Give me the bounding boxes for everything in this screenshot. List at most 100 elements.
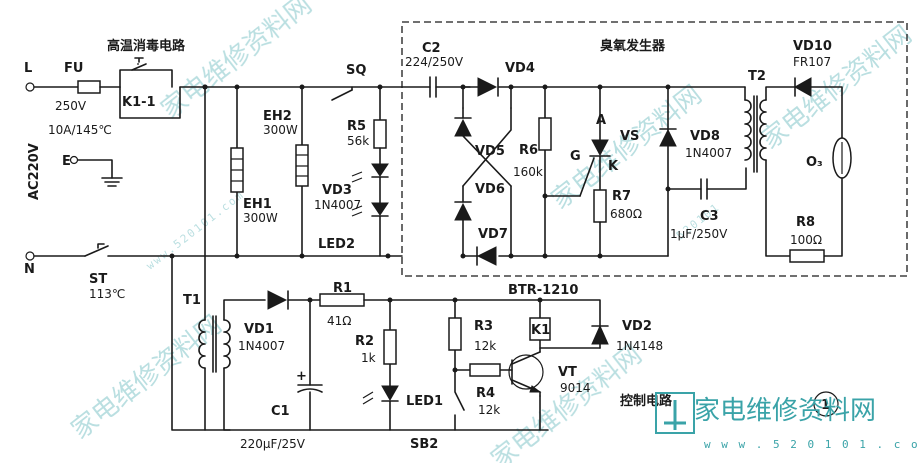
svg-text:160k: 160k: [513, 165, 543, 179]
svg-text:L: L: [24, 61, 32, 76]
supply-voltage-label: AC220V: [27, 143, 42, 200]
svg-text:R8: R8: [796, 215, 815, 230]
diode-VD2: VD2 1N4148: [591, 319, 663, 353]
capacitor-C2: C2 224/250V: [379, 41, 471, 98]
svg-text:ST: ST: [89, 272, 107, 287]
ozone-generator-box: [401, 21, 908, 277]
footer-watermark: 家电维修资料网 w w w . 5 2 0 1 0 1 . c o m: [655, 392, 917, 451]
svg-text:家电维修资料网: 家电维修资料网: [694, 396, 876, 426]
svg-text:12k: 12k: [478, 403, 500, 417]
svg-text:R1: R1: [333, 281, 352, 296]
terminal-L: L: [24, 61, 35, 92]
relay-coil-K1: K1: [529, 299, 601, 349]
heater-EH1: EH1 300W: [230, 86, 278, 257]
svg-text:LED1: LED1: [406, 394, 443, 409]
svg-text:R5: R5: [347, 119, 366, 134]
svg-text:VD2: VD2: [622, 319, 652, 334]
svg-text:FU: FU: [64, 61, 83, 76]
svg-text:VD8: VD8: [690, 129, 720, 144]
relay-contact-K1-1: K1-1: [119, 57, 181, 119]
svg-text:1N4007: 1N4007: [314, 198, 361, 212]
title-disinfection-circuit: 高温消毒电路: [107, 38, 186, 54]
svg-text:C1: C1: [271, 404, 290, 419]
diode-VD10: VD10 FR107: [793, 39, 843, 139]
svg-text:K1-1: K1-1: [122, 95, 156, 110]
svg-text:K: K: [608, 159, 619, 174]
heater-EH2: EH2 300W: [263, 86, 309, 257]
resistor-R7: R7 680Ω: [593, 189, 642, 257]
svg-text:9014: 9014: [560, 381, 591, 395]
diode-VD7: VD7: [454, 185, 546, 266]
resistor-R8: R8 100Ω: [789, 215, 825, 263]
svg-text:250V: 250V: [55, 99, 87, 113]
figure-number: 1: [813, 391, 839, 417]
svg-text:12k: 12k: [474, 339, 496, 353]
svg-text:LED2: LED2: [318, 237, 355, 252]
watermark-brand-bottom: 家电维修资料网: [66, 310, 228, 446]
svg-text:EH2: EH2: [263, 109, 292, 124]
svg-text:N: N: [24, 262, 35, 277]
svg-text:680Ω: 680Ω: [610, 207, 642, 221]
fuse-FU: FU 250V 10A/145℃: [48, 61, 112, 137]
title-control-circuit: 控制电路: [620, 393, 673, 409]
svg-text:EH1: EH1: [243, 197, 272, 212]
svg-text:VD4: VD4: [505, 61, 535, 76]
svg-text:10A/145℃: 10A/145℃: [48, 123, 112, 137]
svg-text:R2: R2: [355, 334, 374, 349]
title-ozone-generator: 臭氧发生器: [600, 38, 666, 54]
transformer-T2: T2: [744, 69, 796, 257]
svg-text:1: 1: [821, 398, 830, 413]
svg-text:VD10: VD10: [793, 39, 832, 54]
svg-text:300W: 300W: [243, 211, 278, 225]
svg-text:R4: R4: [476, 386, 495, 401]
svg-text:G: G: [570, 149, 581, 164]
svg-text:SQ: SQ: [346, 63, 366, 78]
ground-terminal-E: E: [62, 154, 123, 187]
resistor-R1: R1 41Ω: [319, 281, 365, 328]
svg-text:FR107: FR107: [793, 55, 831, 69]
svg-text:VD1: VD1: [244, 322, 274, 337]
svg-text:220μF/25V: 220μF/25V: [240, 437, 306, 451]
capacitor-C1: C1 220μF/25V +: [240, 299, 323, 451]
svg-text:O₃: O₃: [806, 155, 823, 170]
diode-VD1: VD1 1N4007: [238, 290, 321, 353]
resistor-R2: R2 1k: [355, 299, 397, 387]
svg-text:VD5: VD5: [475, 144, 505, 159]
svg-text:A: A: [596, 113, 606, 128]
svg-text:VD3: VD3: [322, 183, 352, 198]
transformer-T1: T1: [171, 86, 231, 431]
door-switch-SQ: SQ: [331, 63, 366, 101]
svg-text:E: E: [62, 154, 71, 169]
svg-text:T2: T2: [748, 69, 766, 84]
relay-type-label: BTR-1210: [508, 283, 578, 298]
svg-text:100Ω: 100Ω: [790, 233, 822, 247]
svg-text:224/250V: 224/250V: [405, 55, 464, 69]
svg-text:C3: C3: [700, 209, 719, 224]
diode-VD6: VD6: [462, 107, 512, 197]
svg-text:VD6: VD6: [475, 182, 505, 197]
svg-text:C2: C2: [422, 41, 441, 56]
svg-text:VS: VS: [620, 129, 639, 144]
capacitor-C3: C3 1μF/250V: [667, 167, 747, 241]
ozone-tube-O3: O₃: [806, 137, 852, 257]
svg-text:R6: R6: [519, 143, 538, 158]
resistor-R3: R3 12k: [448, 299, 496, 371]
svg-text:1μF/250V: 1μF/250V: [670, 227, 728, 241]
led-LED1: LED1: [362, 385, 443, 431]
svg-text:R7: R7: [612, 189, 631, 204]
diode-VD5: VD5: [454, 107, 512, 187]
svg-text:R3: R3: [474, 319, 493, 334]
svg-text:41Ω: 41Ω: [327, 314, 351, 328]
svg-text:1N4007: 1N4007: [685, 146, 732, 160]
svg-text:113℃: 113℃: [89, 287, 125, 301]
svg-text:VT: VT: [558, 365, 577, 380]
svg-text:T1: T1: [183, 293, 201, 308]
svg-text:K1: K1: [531, 323, 550, 338]
resistor-R4: R4 12k: [454, 363, 513, 417]
thermostat-ST: ST 113℃: [84, 243, 125, 301]
transistor-VT: VT 9014: [508, 347, 591, 431]
diode-VD8: VD8 1N4007: [599, 86, 746, 257]
svg-text:VD7: VD7: [478, 227, 508, 242]
svg-text:300W: 300W: [263, 123, 298, 137]
